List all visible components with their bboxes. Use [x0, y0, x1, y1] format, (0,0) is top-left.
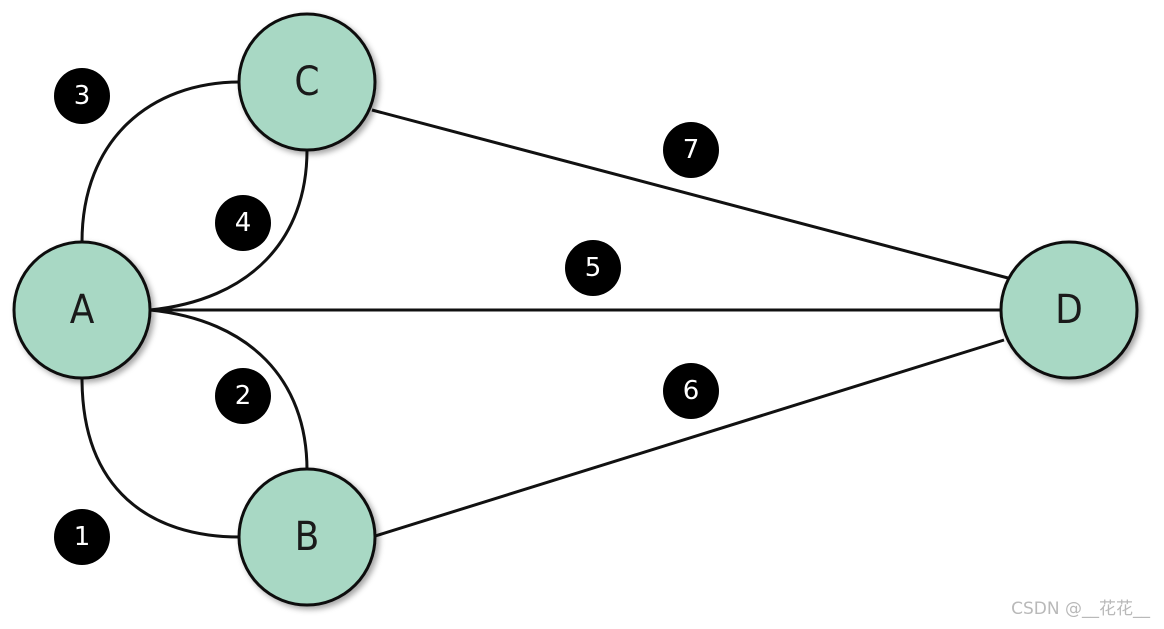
- node-b-label: B: [295, 514, 320, 560]
- node-b: B: [237, 467, 377, 607]
- edge-badge-3-label: 3: [74, 81, 91, 111]
- node-a: A: [12, 240, 152, 380]
- edge-4-a-c: [149, 149, 309, 312]
- node-c: C: [237, 12, 377, 152]
- edge-badge-4: 4: [215, 195, 271, 251]
- edge-badge-1-circle: [54, 509, 110, 565]
- edge-badge-2-circle: [215, 368, 271, 424]
- node-d: D: [999, 240, 1139, 380]
- node-c-label: C: [294, 59, 319, 105]
- edge-badge-7-circle: [663, 122, 719, 178]
- edge-6-b-d: [371, 338, 1005, 539]
- edge-badge-7: 7: [663, 122, 719, 178]
- node-a-circle: [12, 240, 152, 380]
- edge-badge-1: 1: [54, 509, 110, 565]
- node-c-circle: [237, 12, 377, 152]
- edge-badge-5-label: 5: [585, 253, 602, 283]
- edge-badge-1-label: 1: [74, 522, 91, 552]
- edge-badge-2-label: 2: [235, 381, 252, 411]
- edge-7-c-d: [371, 108, 1009, 280]
- edge-badge-3: 3: [54, 68, 110, 124]
- edge-badge-7-label: 7: [683, 135, 700, 165]
- watermark-text: CSDN @__花花__: [1011, 599, 1150, 619]
- node-b-circle: [237, 467, 377, 607]
- edge-badge-4-circle: [215, 195, 271, 251]
- edge-badge-6-circle: [663, 363, 719, 419]
- edge-badge-5-circle: [565, 240, 621, 296]
- edge-badge-2: 2: [215, 368, 271, 424]
- edge-badge-3-circle: [54, 68, 110, 124]
- edge-3-a-c: [80, 80, 241, 243]
- edge-1-a-b: [80, 377, 241, 539]
- edge-2-a-b: [149, 308, 309, 471]
- edge-badge-4-label: 4: [235, 208, 252, 238]
- edge-badge-6-label: 6: [683, 376, 700, 406]
- node-a-label: A: [70, 287, 95, 333]
- edge-badge-5: 5: [565, 240, 621, 296]
- edge-badge-6: 6: [663, 363, 719, 419]
- node-d-circle: [999, 240, 1139, 380]
- node-d-label: D: [1055, 287, 1083, 333]
